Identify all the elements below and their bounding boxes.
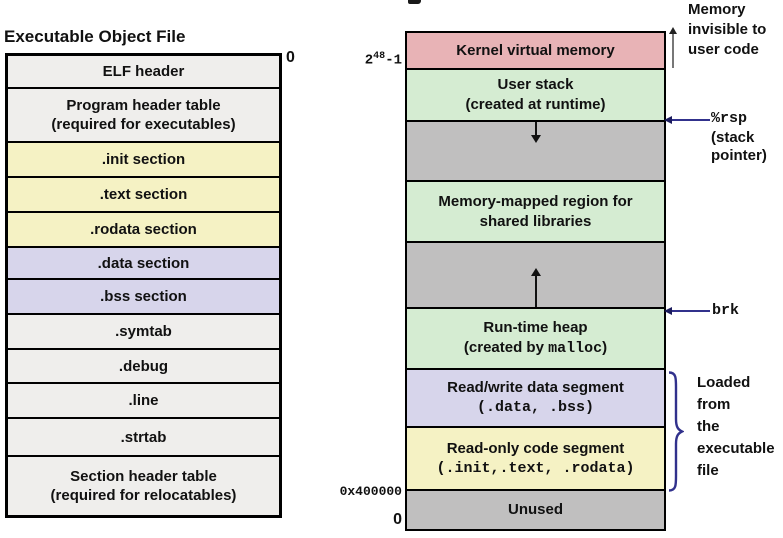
row-label: Program header table bbox=[66, 97, 221, 114]
memory-invisible-note: Memory invisible to user code bbox=[688, 0, 766, 60]
row-rodata-section: .rodata section bbox=[8, 213, 279, 248]
heap-sublabel-malloc: malloc bbox=[548, 340, 603, 357]
block-runtime-heap: Run-time heap (created by malloc) bbox=[407, 309, 664, 370]
block-label: Read/write data segment bbox=[447, 379, 624, 396]
row-label: .strtab bbox=[120, 428, 167, 446]
elf-offset-zero-label: 0 bbox=[286, 49, 295, 66]
block-sublabel: (.init,.text, .rodata) bbox=[436, 459, 635, 477]
block-heap-growth-gap bbox=[407, 243, 664, 309]
row-debug: .debug bbox=[8, 350, 279, 384]
address-label-0x400000: 0x400000 bbox=[339, 484, 402, 499]
block-memory-mapped-region: Memory-mapped region for shared librarie… bbox=[407, 182, 664, 243]
row-section-header-table: Section header table (required for reloc… bbox=[8, 457, 279, 515]
block-label: Unused bbox=[507, 501, 563, 518]
note-line: from bbox=[697, 396, 731, 413]
row-label: ELF header bbox=[102, 63, 185, 80]
brk-label: brk bbox=[712, 302, 740, 319]
row-sublabel: (required for executables) bbox=[51, 116, 236, 133]
virtual-memory-column: Kernel virtual memory User stack (create… bbox=[405, 31, 666, 531]
block-label: Kernel virtual memory bbox=[456, 41, 615, 59]
cropped-title-fragment bbox=[408, 0, 421, 4]
note-line: user code bbox=[688, 41, 759, 58]
rsp-stack-pointer-note: (stack pointer) bbox=[711, 129, 767, 165]
row-label: .data section bbox=[97, 254, 190, 272]
note-line: Memory bbox=[688, 1, 746, 18]
heap-growth-up-arrow-icon bbox=[530, 268, 541, 307]
row-text-section: .text section bbox=[8, 178, 279, 213]
row-data-section: .data section bbox=[8, 248, 279, 280]
addr-rest: -1 bbox=[385, 52, 402, 69]
row-label: Section header table bbox=[70, 468, 217, 485]
row-label: .line bbox=[128, 392, 159, 409]
note-line: invisible to bbox=[688, 21, 767, 38]
row-sublabel: (required for relocatables) bbox=[50, 487, 237, 504]
block-stack-growth-gap bbox=[407, 122, 664, 182]
note-line: file bbox=[697, 462, 719, 479]
address-label-top: 248-1 bbox=[330, 51, 402, 69]
block-label: User stack bbox=[497, 76, 574, 93]
elf-file-title: Executable Object File bbox=[4, 27, 186, 46]
block-user-stack: User stack (created at runtime) bbox=[407, 70, 664, 122]
loaded-segments-brace-icon bbox=[668, 371, 684, 492]
block-unused: Unused bbox=[407, 491, 664, 529]
note-line: executable bbox=[697, 440, 775, 457]
row-strtab: .strtab bbox=[8, 419, 279, 457]
row-label: .init section bbox=[101, 151, 186, 168]
row-elf-header: ELF header bbox=[8, 56, 279, 89]
block-sublabel: shared libraries bbox=[479, 212, 592, 230]
note-line: Loaded bbox=[697, 374, 751, 391]
elf-file-table: ELF header Program header table (require… bbox=[5, 53, 282, 518]
block-label: Read-only code segment bbox=[446, 439, 625, 457]
loaded-from-executable-note: Loaded from the executable file bbox=[697, 372, 775, 482]
block-sublabel: (created at runtime) bbox=[465, 96, 606, 113]
row-line: .line bbox=[8, 384, 279, 419]
block-read-only-code-segment: Read-only code segment (.init,.text, .ro… bbox=[407, 428, 664, 491]
block-label: Run-time heap bbox=[483, 319, 588, 336]
row-bss-section: .bss section bbox=[8, 280, 279, 315]
note-line: pointer) bbox=[711, 147, 767, 164]
block-sublabel: (.data, .bss) bbox=[476, 399, 595, 416]
row-label: .symtab bbox=[115, 323, 172, 340]
note-line: (stack bbox=[711, 129, 755, 146]
row-label: .debug bbox=[118, 357, 169, 375]
memory-invisible-up-arrow-icon bbox=[668, 27, 678, 68]
address-label-zero: 0 bbox=[393, 511, 402, 528]
row-label: .text section bbox=[99, 186, 188, 203]
addr-exponent: 48 bbox=[373, 51, 386, 62]
block-label: Memory-mapped region for bbox=[438, 192, 633, 210]
brk-pointer-arrow-icon bbox=[664, 306, 710, 316]
block-kernel-virtual-memory: Kernel virtual memory bbox=[407, 33, 664, 70]
row-label: .bss section bbox=[100, 288, 187, 305]
row-label: .rodata section bbox=[90, 221, 197, 238]
rsp-register-label: %rsp bbox=[711, 110, 748, 127]
heap-sublabel-prefix: (created by bbox=[463, 339, 549, 356]
addr-base: 2 bbox=[364, 52, 374, 69]
rsp-pointer-arrow-icon bbox=[664, 115, 710, 125]
heap-sublabel-suffix: ) bbox=[602, 339, 608, 356]
stack-growth-down-arrow-icon bbox=[530, 122, 541, 143]
row-symtab: .symtab bbox=[8, 315, 279, 350]
note-line: the bbox=[697, 418, 720, 435]
block-sublabel: (created by malloc) bbox=[464, 338, 607, 359]
row-init-section: .init section bbox=[8, 143, 279, 178]
row-program-header-table: Program header table (required for execu… bbox=[8, 89, 279, 143]
block-read-write-data-segment: Read/write data segment (.data, .bss) bbox=[407, 370, 664, 428]
